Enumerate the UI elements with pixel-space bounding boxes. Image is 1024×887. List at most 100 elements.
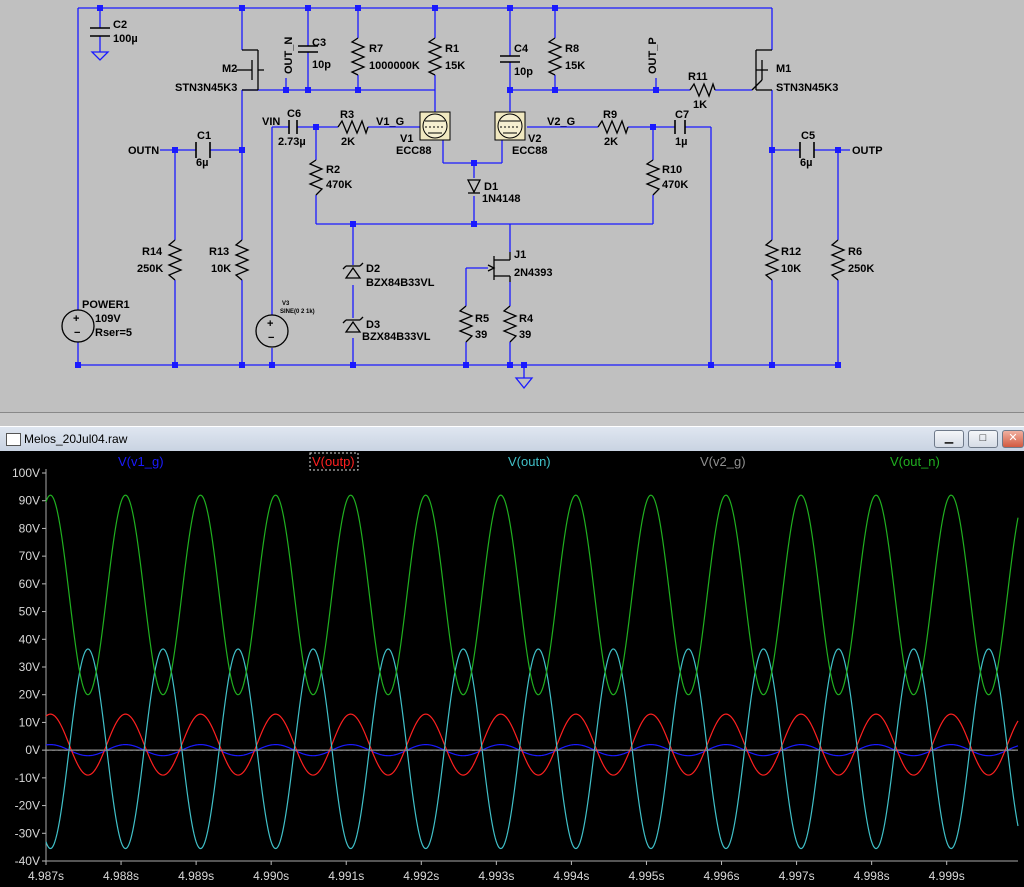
power1-rser: Rser=5 [95, 327, 132, 339]
diode-symbols [342, 179, 482, 333]
jfet-j1[interactable] [487, 252, 511, 282]
mosfet-m1[interactable] [751, 49, 772, 91]
d1-value: 1N4148 [482, 193, 521, 205]
legend-item[interactable]: V(outn) [508, 454, 551, 469]
x-tick-label: 4.996s [704, 869, 740, 883]
trace-v-v1-g-[interactable] [45, 743, 1019, 757]
x-tick-label: 4.993s [478, 869, 514, 883]
r8-ref: R8 [565, 43, 579, 55]
c2-value: 100µ [113, 33, 138, 45]
net-out-p: OUT_P [647, 37, 659, 74]
x-tick-label: 4.998s [854, 869, 890, 883]
net-outp: OUTP [852, 145, 883, 157]
r6-ref: R6 [848, 246, 862, 258]
trace-v-outp-[interactable] [45, 713, 1019, 776]
y-axis: 100V90V80V70V60V50V40V30V20V10V0V-10V-20… [12, 466, 47, 868]
y-tick-label: -40V [15, 854, 40, 868]
net-vin: VIN [262, 116, 280, 128]
r14-value: 250K [137, 263, 163, 275]
trace-v-outn-[interactable] [45, 648, 1019, 850]
x-tick-label: 4.987s [28, 869, 64, 883]
schematic-canvas[interactable]: +− +− C2 100µ C3 10p R7 1000000K R1 15K [0, 0, 1024, 412]
mosfet-m2[interactable] [236, 49, 264, 91]
tube-v1[interactable] [419, 111, 451, 141]
legend-item[interactable]: V(v1_g) [118, 454, 164, 469]
r11-value: 1K [693, 99, 707, 111]
v3-ref: V3 [282, 301, 290, 307]
x-tick-label: 4.997s [779, 869, 815, 883]
c2-ref: C2 [113, 19, 127, 31]
x-tick-label: 4.991s [328, 869, 364, 883]
r2-ref: R2 [326, 164, 340, 176]
trace-v-out-n-[interactable] [45, 494, 1019, 696]
selected-trace-box [309, 452, 359, 471]
r13-value: 10K [211, 263, 231, 275]
x-tick-label: 4.999s [929, 869, 965, 883]
x-tick-label: 4.990s [253, 869, 289, 883]
schematic-editor[interactable]: +− +− C2 100µ C3 10p R7 1000000K R1 15K [0, 0, 1024, 412]
svg-text:−: − [74, 327, 80, 339]
y-tick-label: -20V [15, 799, 40, 813]
m2-value: STN3N45K3 [175, 82, 237, 94]
j1-value: 2N4393 [514, 267, 553, 279]
r6-value: 250K [848, 263, 874, 275]
m1-ref: M1 [776, 63, 791, 75]
legend-item[interactable]: V(out_n) [890, 454, 940, 469]
maximize-button[interactable]: □ [968, 430, 998, 448]
r5-ref: R5 [475, 313, 489, 325]
r13-ref: R13 [209, 246, 229, 258]
plot-area[interactable]: V(v1_g) V(outp) V(outn) V(v2_g) V(out_n) 100… [0, 451, 1024, 887]
x-tick-label: 4.989s [178, 869, 214, 883]
d1-ref: D1 [484, 181, 498, 193]
y-tick-label: -10V [15, 771, 40, 785]
y-tick-label: 60V [19, 577, 40, 591]
legend-item[interactable]: V(outp) [312, 454, 355, 469]
y-tick-label: 90V [19, 494, 40, 508]
c7-value: 1µ [675, 136, 687, 148]
d3-value: BZX84B33VL [362, 331, 431, 343]
component-labels: C2 100µ C3 10p R7 1000000K R1 15K C4 10p… [82, 19, 874, 343]
net-v1-g: V1_G [376, 116, 404, 128]
voltage-source-v3[interactable]: +− [255, 314, 289, 348]
y-tick-label: -30V [15, 826, 40, 840]
r11-ref: R11 [688, 71, 708, 83]
c7-ref: C7 [675, 109, 689, 121]
voltage-source-power1[interactable]: +− [61, 309, 95, 343]
waveform-window[interactable]: Melos_20Jul04.raw ▁ □ ✕ V(v1_g)V(outp)V(… [0, 426, 1024, 887]
r5-value: 39 [475, 329, 487, 341]
power1-value: 109V [95, 313, 121, 325]
legend-item[interactable]: V(v2_g) [700, 454, 746, 469]
close-button[interactable]: ✕ [1002, 430, 1024, 448]
net-labels: OUT_N OUT_P VIN V1_G V2_G OUTN OUTP [128, 37, 883, 157]
r10-value: 470K [662, 179, 688, 191]
resistor-symbols [167, 37, 846, 343]
m2-ref: M2 [222, 63, 237, 75]
c1-ref: C1 [197, 130, 211, 142]
x-tick-label: 4.988s [103, 869, 139, 883]
c3-ref: C3 [312, 37, 326, 49]
c6-value: 2.73µ [278, 136, 306, 148]
window-titlebar[interactable]: Melos_20Jul04.raw ▁ □ ✕ [0, 427, 1024, 452]
d2-value: BZX84B33VL [366, 277, 435, 289]
minimize-button[interactable]: ▁ [934, 430, 964, 448]
c5-value: 6µ [800, 157, 812, 169]
j1-ref: J1 [514, 249, 526, 261]
waveform-plot[interactable]: V(v1_g) V(outp) V(outn) V(v2_g) V(out_n) 100… [0, 451, 1024, 887]
svg-text:+: + [267, 318, 273, 330]
waveform-icon [6, 433, 21, 446]
tube-v2[interactable] [494, 111, 526, 141]
r8-value: 15K [565, 60, 585, 72]
c3-value: 10p [312, 59, 331, 71]
traces [45, 494, 1019, 850]
net-out-n: OUT_N [283, 37, 295, 74]
r9-ref: R9 [603, 109, 617, 121]
y-tick-label: 100V [12, 466, 40, 480]
v1-ref: V1 [400, 133, 413, 145]
y-tick-label: 70V [19, 549, 40, 563]
y-tick-label: 20V [19, 688, 40, 702]
ground-icon [514, 377, 534, 390]
pane-splitter[interactable] [0, 412, 1024, 429]
window-title: Melos_20Jul04.raw [24, 432, 128, 446]
v3-value: SINE(0 2 1k) [280, 309, 315, 315]
